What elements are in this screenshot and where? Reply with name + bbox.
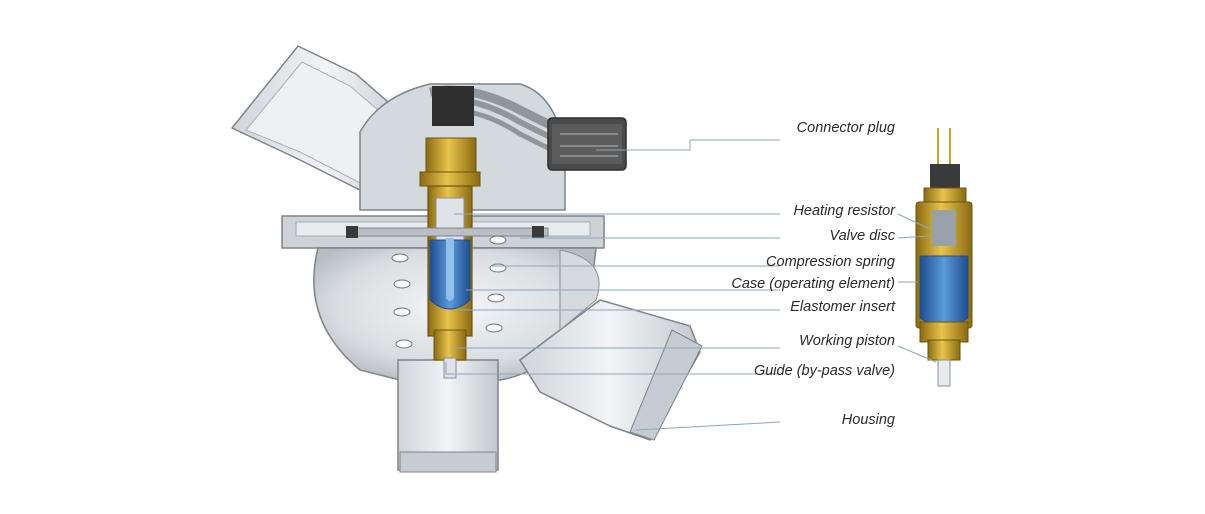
leader-housing [635,421,781,431]
leader-right-working [897,345,937,363]
label-guide-bypass-valve: Guide (by-pass valve) [753,363,895,379]
label-connector-plug: Connector plug [796,120,895,136]
label-compression-spring: Compression spring [766,254,895,270]
label-working-piston: Working piston [799,333,895,349]
label-elastomer-insert: Elastomer insert [790,299,895,315]
label-case-operating-element: Case (operating element) [731,276,895,292]
label-heating-resistor: Heating resistor [793,203,895,219]
leader-guide [445,362,780,375]
leader-connector-plug [596,139,780,151]
operating-element-detail [915,128,973,387]
label-valve-disc: Valve disc [829,228,895,244]
thermostat-insert [346,86,549,379]
compression-spring-shape [391,235,507,349]
label-housing: Housing [841,412,895,428]
leader-right-heating [897,213,933,231]
leader-lines [445,139,937,431]
leader-right-valve [897,235,931,239]
